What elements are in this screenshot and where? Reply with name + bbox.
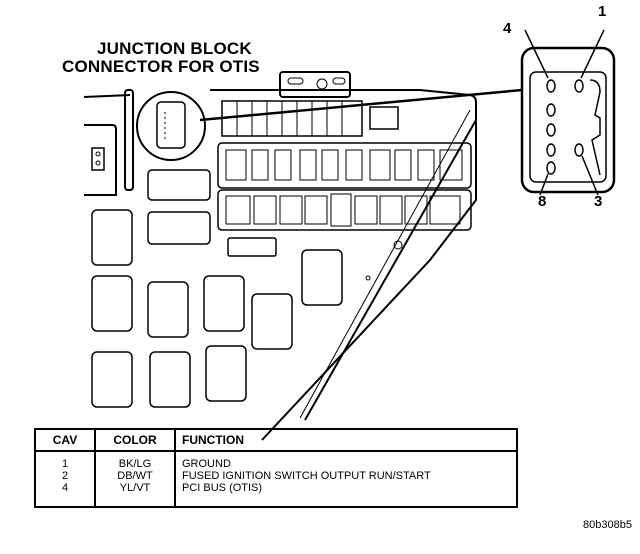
table-row: 2 DB/WT FUSED IGNITION SWITCH OUTPUT RUN… [35, 470, 517, 482]
pin-label-4: 4 [503, 20, 512, 37]
title-line-1: JUNCTION BLOCK [97, 39, 252, 58]
header-function: FUNCTION [175, 429, 517, 452]
large-relay-1 [147, 169, 211, 201]
figure-code: 80b308b5 [583, 519, 632, 531]
pin-label-8: 8 [538, 193, 547, 210]
cell-color: YL/VT [95, 482, 176, 507]
header-cav: CAV [35, 429, 96, 452]
fuse-row-3 [217, 189, 472, 231]
table-header-row: CAV COLOR FUNCTION [35, 429, 517, 452]
leader-line [199, 88, 523, 122]
otis-connector [520, 46, 616, 194]
cell-function: GROUND [182, 458, 231, 470]
fuse-row-2 [217, 142, 472, 189]
cell-cav: 2 [35, 470, 96, 482]
cell-cav: 4 [35, 482, 96, 507]
left-module [84, 124, 117, 196]
pin-label-1: 1 [598, 3, 607, 20]
connector-cavities [546, 79, 584, 175]
cell-cav: 1 [35, 451, 96, 470]
cell-function: FUSED IGNITION SWITCH OUTPUT RUN/START [182, 470, 431, 482]
pin-label-3: 3 [594, 193, 603, 210]
top-tab [279, 71, 351, 98]
mounting-post [124, 89, 134, 191]
relay-group [91, 209, 343, 408]
cavity-table: CAV COLOR FUNCTION 1 BK/LG GROUND 2 DB/W… [34, 428, 518, 508]
table-row: 1 BK/LG GROUND [35, 451, 517, 470]
diagram-title: JUNCTION BLOCK CONNECTOR FOR OTIS [62, 40, 260, 76]
table-row: 4 YL/VT PCI BUS (OTIS) [35, 482, 517, 507]
cell-color: BK/LG [95, 451, 176, 470]
cell-color: DB/WT [95, 470, 176, 482]
fuse-row-1 [221, 100, 363, 137]
title-line-2: CONNECTOR FOR OTIS [62, 57, 260, 76]
header-color: COLOR [95, 429, 176, 452]
large-relay-2 [147, 211, 211, 245]
connector-magnifier [136, 91, 206, 161]
junction-block-outline [210, 89, 477, 441]
cell-function: PCI BUS (OTIS) [182, 482, 263, 494]
